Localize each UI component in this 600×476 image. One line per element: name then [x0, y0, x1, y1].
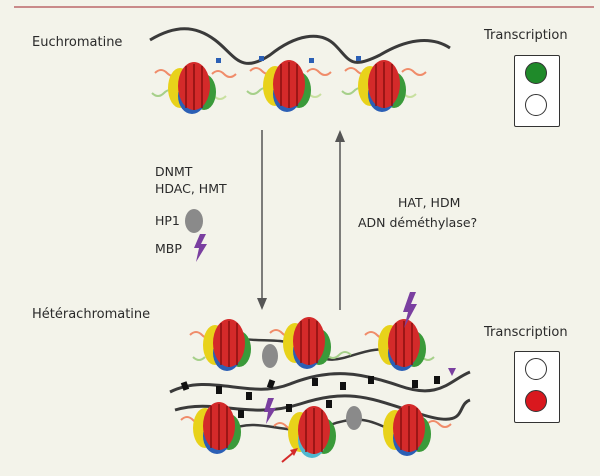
hp1-protein-1 [262, 344, 278, 368]
transcription-bottom-label: Transcription [484, 325, 568, 340]
euchromatin-dna-strand [149, 27, 451, 65]
heterochromatin-nucleosome-1 [189, 319, 251, 371]
red-lamp [525, 390, 547, 412]
heterochromatin-dna-strand-1 [169, 370, 471, 394]
euchromatin-nucleosome-3 [341, 56, 427, 112]
heterochromatin-nucleosome-2 [269, 317, 352, 369]
dna-methylation-marks [180, 376, 440, 418]
hp1-protein-2 [346, 406, 362, 430]
mbp-protein-3 [448, 368, 456, 376]
mbp-protein-1 [403, 292, 417, 328]
factor-dnmt: DNMT [155, 164, 193, 179]
factor-hdac-hmt: HDAC, HMT [155, 181, 227, 196]
hp1-legend-oval [185, 209, 203, 233]
empty-lamp-top [525, 94, 547, 116]
euchromatin-label: Euchromatine [32, 35, 123, 50]
heterochromatin-nucleosome-5 [273, 406, 336, 458]
heterochromatin-dna-strand-2 [174, 394, 471, 421]
empty-lamp-bottom [525, 358, 547, 380]
heterochromatin-nucleosome-4 [180, 402, 241, 454]
factor-adn-demethylase: ADN déméthylase? [358, 215, 478, 230]
factor-hp1: HP1 [155, 213, 180, 228]
heterochromatin-nucleosome-3 [364, 319, 435, 371]
red-pointer-arrow [281, 451, 295, 463]
factor-mbp: MBP [155, 241, 182, 256]
mbp-legend-bolt [194, 234, 207, 262]
euchromatin-nucleosome-1 [151, 58, 237, 114]
mbp-protein-2 [264, 398, 276, 424]
arrow-down-head [257, 298, 267, 310]
transcription-top-label: Transcription [484, 28, 568, 43]
red-pointer-arrow-head [290, 448, 298, 456]
transcription-on-indicator [514, 55, 560, 127]
arrow-up-head [335, 130, 345, 142]
euchromatin-nucleosome-2 [246, 56, 332, 112]
heterochromatin-nucleosome-6 [383, 404, 452, 456]
green-lamp [525, 62, 547, 84]
top-divider [14, 6, 594, 8]
factor-hat-hdm: HAT, HDM [398, 195, 461, 210]
transcription-off-indicator [514, 351, 560, 423]
heterochromatin-label: Hétérachromatine [32, 307, 151, 322]
